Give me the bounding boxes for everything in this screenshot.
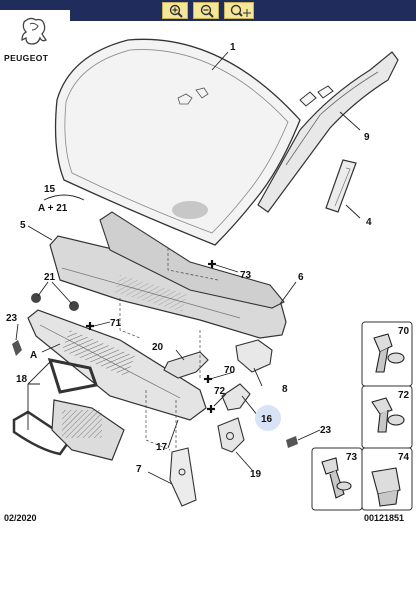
callout-1: 1 — [230, 42, 236, 53]
callout-71: 71 — [110, 318, 122, 329]
callout-16: 16 — [261, 414, 273, 425]
fastener-panel-labels: 70 72 73 74 — [346, 326, 410, 463]
callout-17: 17 — [156, 442, 168, 453]
callout-7: 7 — [136, 464, 142, 475]
bracket-8-part — [235, 339, 273, 373]
pillar-trim-part — [257, 51, 399, 213]
callout-15: 15 — [44, 184, 56, 195]
panel-label-70: 70 — [398, 326, 410, 337]
panel-label-74: 74 — [398, 452, 410, 463]
zoom-in-button[interactable] — [162, 2, 188, 19]
windscreen-part — [54, 38, 301, 246]
clip-part — [12, 340, 298, 448]
callout-21: 21 — [44, 272, 56, 283]
panel-label-72: 72 — [398, 390, 410, 401]
brand-logo: PEUGEOT — [0, 10, 70, 66]
callout-labels: 1 9 4 15 A + 21 5 6 73 21 23 71 A 20 70 … — [6, 42, 372, 480]
highlight-marker — [255, 405, 281, 431]
brand-name: PEUGEOT — [4, 53, 49, 63]
leader-lines — [15, 51, 361, 485]
bracket-7-part — [169, 447, 197, 507]
callout-19: 19 — [250, 469, 262, 480]
bracket-16-part — [221, 383, 251, 411]
callout-20: 20 — [152, 342, 164, 353]
cowl-grille-part — [27, 309, 207, 421]
callout-72: 72 — [214, 386, 226, 397]
callout-9: 9 — [364, 132, 370, 143]
callout-15-sub: A + 21 — [38, 203, 68, 214]
trim-piece-part — [325, 159, 357, 213]
guide-lines — [119, 248, 219, 451]
fastener-panels — [311, 321, 413, 511]
bracket-19-part — [217, 417, 245, 453]
callout-23-right: 23 — [320, 425, 332, 436]
callout-73: 73 — [240, 270, 252, 281]
callout-6: 6 — [298, 272, 304, 283]
callout-4: 4 — [366, 217, 372, 228]
zoom-move-icon — [230, 4, 251, 17]
fastener-icons — [321, 333, 405, 507]
toolbar — [0, 0, 416, 21]
footer-date: 02/2020 — [4, 513, 37, 523]
footer-reference: 00121851 — [364, 513, 405, 523]
callout-23-left: 23 — [6, 313, 18, 324]
scuttle-panel-part — [49, 211, 287, 339]
zoom-out-button[interactable] — [193, 2, 219, 19]
panel-label-73: 73 — [346, 452, 358, 463]
zoom-in-icon — [169, 4, 183, 18]
callout-A: A — [30, 350, 37, 361]
callout-18: 18 — [16, 374, 28, 385]
zoom-out-icon — [200, 4, 214, 18]
callout-5: 5 — [20, 220, 26, 231]
bracket-20-part — [163, 351, 209, 379]
seal-part — [12, 358, 125, 461]
callout-8: 8 — [282, 384, 288, 395]
lion-emblem-icon — [21, 17, 47, 45]
callout-70: 70 — [224, 365, 236, 376]
zoom-move-button[interactable] — [224, 2, 254, 19]
